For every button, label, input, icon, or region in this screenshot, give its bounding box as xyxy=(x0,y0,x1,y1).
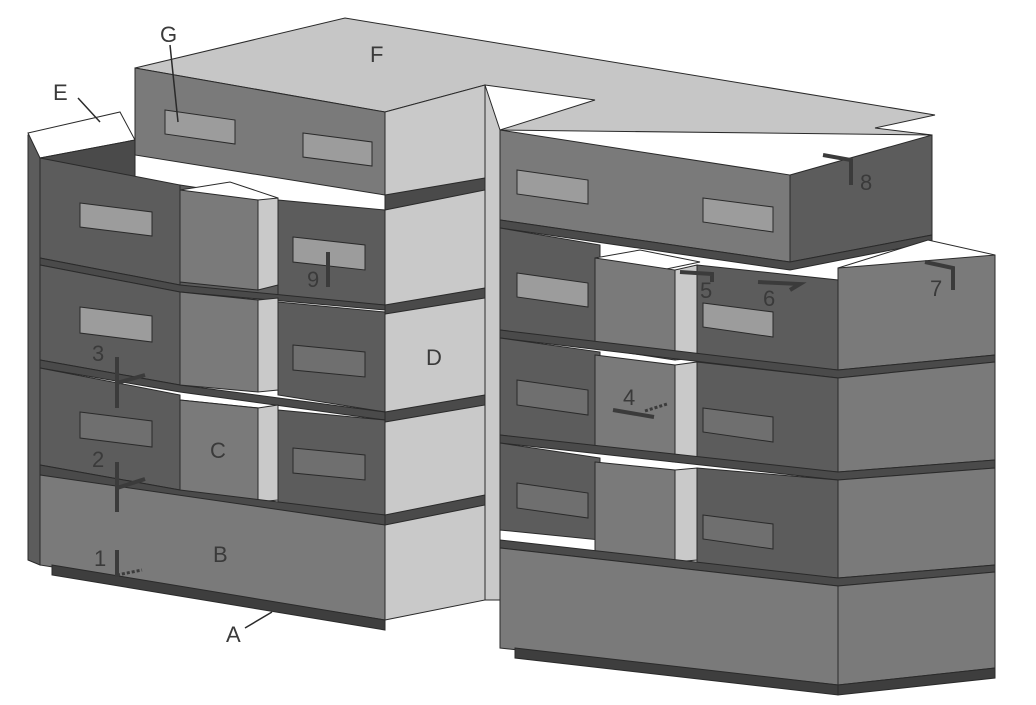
label-4: 4 xyxy=(623,385,635,410)
window-r3b xyxy=(702,302,774,338)
label-9: 9 xyxy=(307,267,319,292)
window-r3a xyxy=(516,272,589,308)
right-corner-3 xyxy=(837,254,996,371)
box-middle-side xyxy=(257,297,279,393)
window-l3a xyxy=(79,306,153,343)
right-box-1-side xyxy=(674,467,698,563)
label-5: 5 xyxy=(700,278,712,303)
window-g2 xyxy=(302,132,373,167)
label-d: D xyxy=(426,345,442,370)
window-r-top-b xyxy=(702,197,774,233)
label-c: C xyxy=(210,438,226,463)
box-upper-side xyxy=(257,197,279,291)
label-6: 6 xyxy=(763,286,775,311)
marker-3-h xyxy=(116,373,146,385)
facade-d-inner xyxy=(484,84,501,601)
marker-1-dash xyxy=(116,568,143,577)
window-l3b xyxy=(292,344,366,378)
marker-5 xyxy=(679,270,714,282)
marker-6 xyxy=(757,280,807,292)
label-g: G xyxy=(160,22,177,47)
leader-e xyxy=(77,97,101,123)
box-c-side xyxy=(257,404,279,503)
marker-7 xyxy=(924,260,955,290)
label-1: 1 xyxy=(94,546,106,571)
plinth-a xyxy=(51,564,386,631)
box-upper xyxy=(179,189,259,291)
window-g1 xyxy=(164,109,236,145)
window-l2b xyxy=(292,447,366,481)
label-b: B xyxy=(213,542,228,567)
window-r1b xyxy=(702,514,774,550)
label-e: E xyxy=(53,80,68,105)
right-plinth-corner xyxy=(837,667,996,696)
label-3: 3 xyxy=(92,341,104,366)
right-base-corner xyxy=(837,571,996,686)
label-a: A xyxy=(226,622,241,647)
window-l2a xyxy=(79,411,153,448)
right-corner-1 xyxy=(837,467,996,579)
right-box-3-side xyxy=(674,264,698,361)
label-8: 8 xyxy=(860,170,872,195)
right-box-2-side xyxy=(674,361,698,463)
leader-g xyxy=(169,44,179,123)
left-end-wall xyxy=(27,134,41,566)
label-2: 2 xyxy=(92,447,104,472)
label-f: F xyxy=(370,42,383,67)
marker-4-dash xyxy=(644,402,668,413)
leader-a xyxy=(244,611,273,629)
marker-2-h xyxy=(116,477,146,490)
label-7: 7 xyxy=(930,276,942,301)
window-r-top-a xyxy=(516,169,589,205)
right-box-1 xyxy=(594,461,676,563)
window-r2b xyxy=(702,407,774,443)
box-middle xyxy=(179,291,259,393)
right-corner-2 xyxy=(837,361,996,473)
marker-8 xyxy=(822,153,853,185)
window-r1a xyxy=(516,482,589,519)
window-r2a xyxy=(516,379,589,416)
window-l4a xyxy=(79,202,153,237)
marker-4 xyxy=(612,408,655,419)
